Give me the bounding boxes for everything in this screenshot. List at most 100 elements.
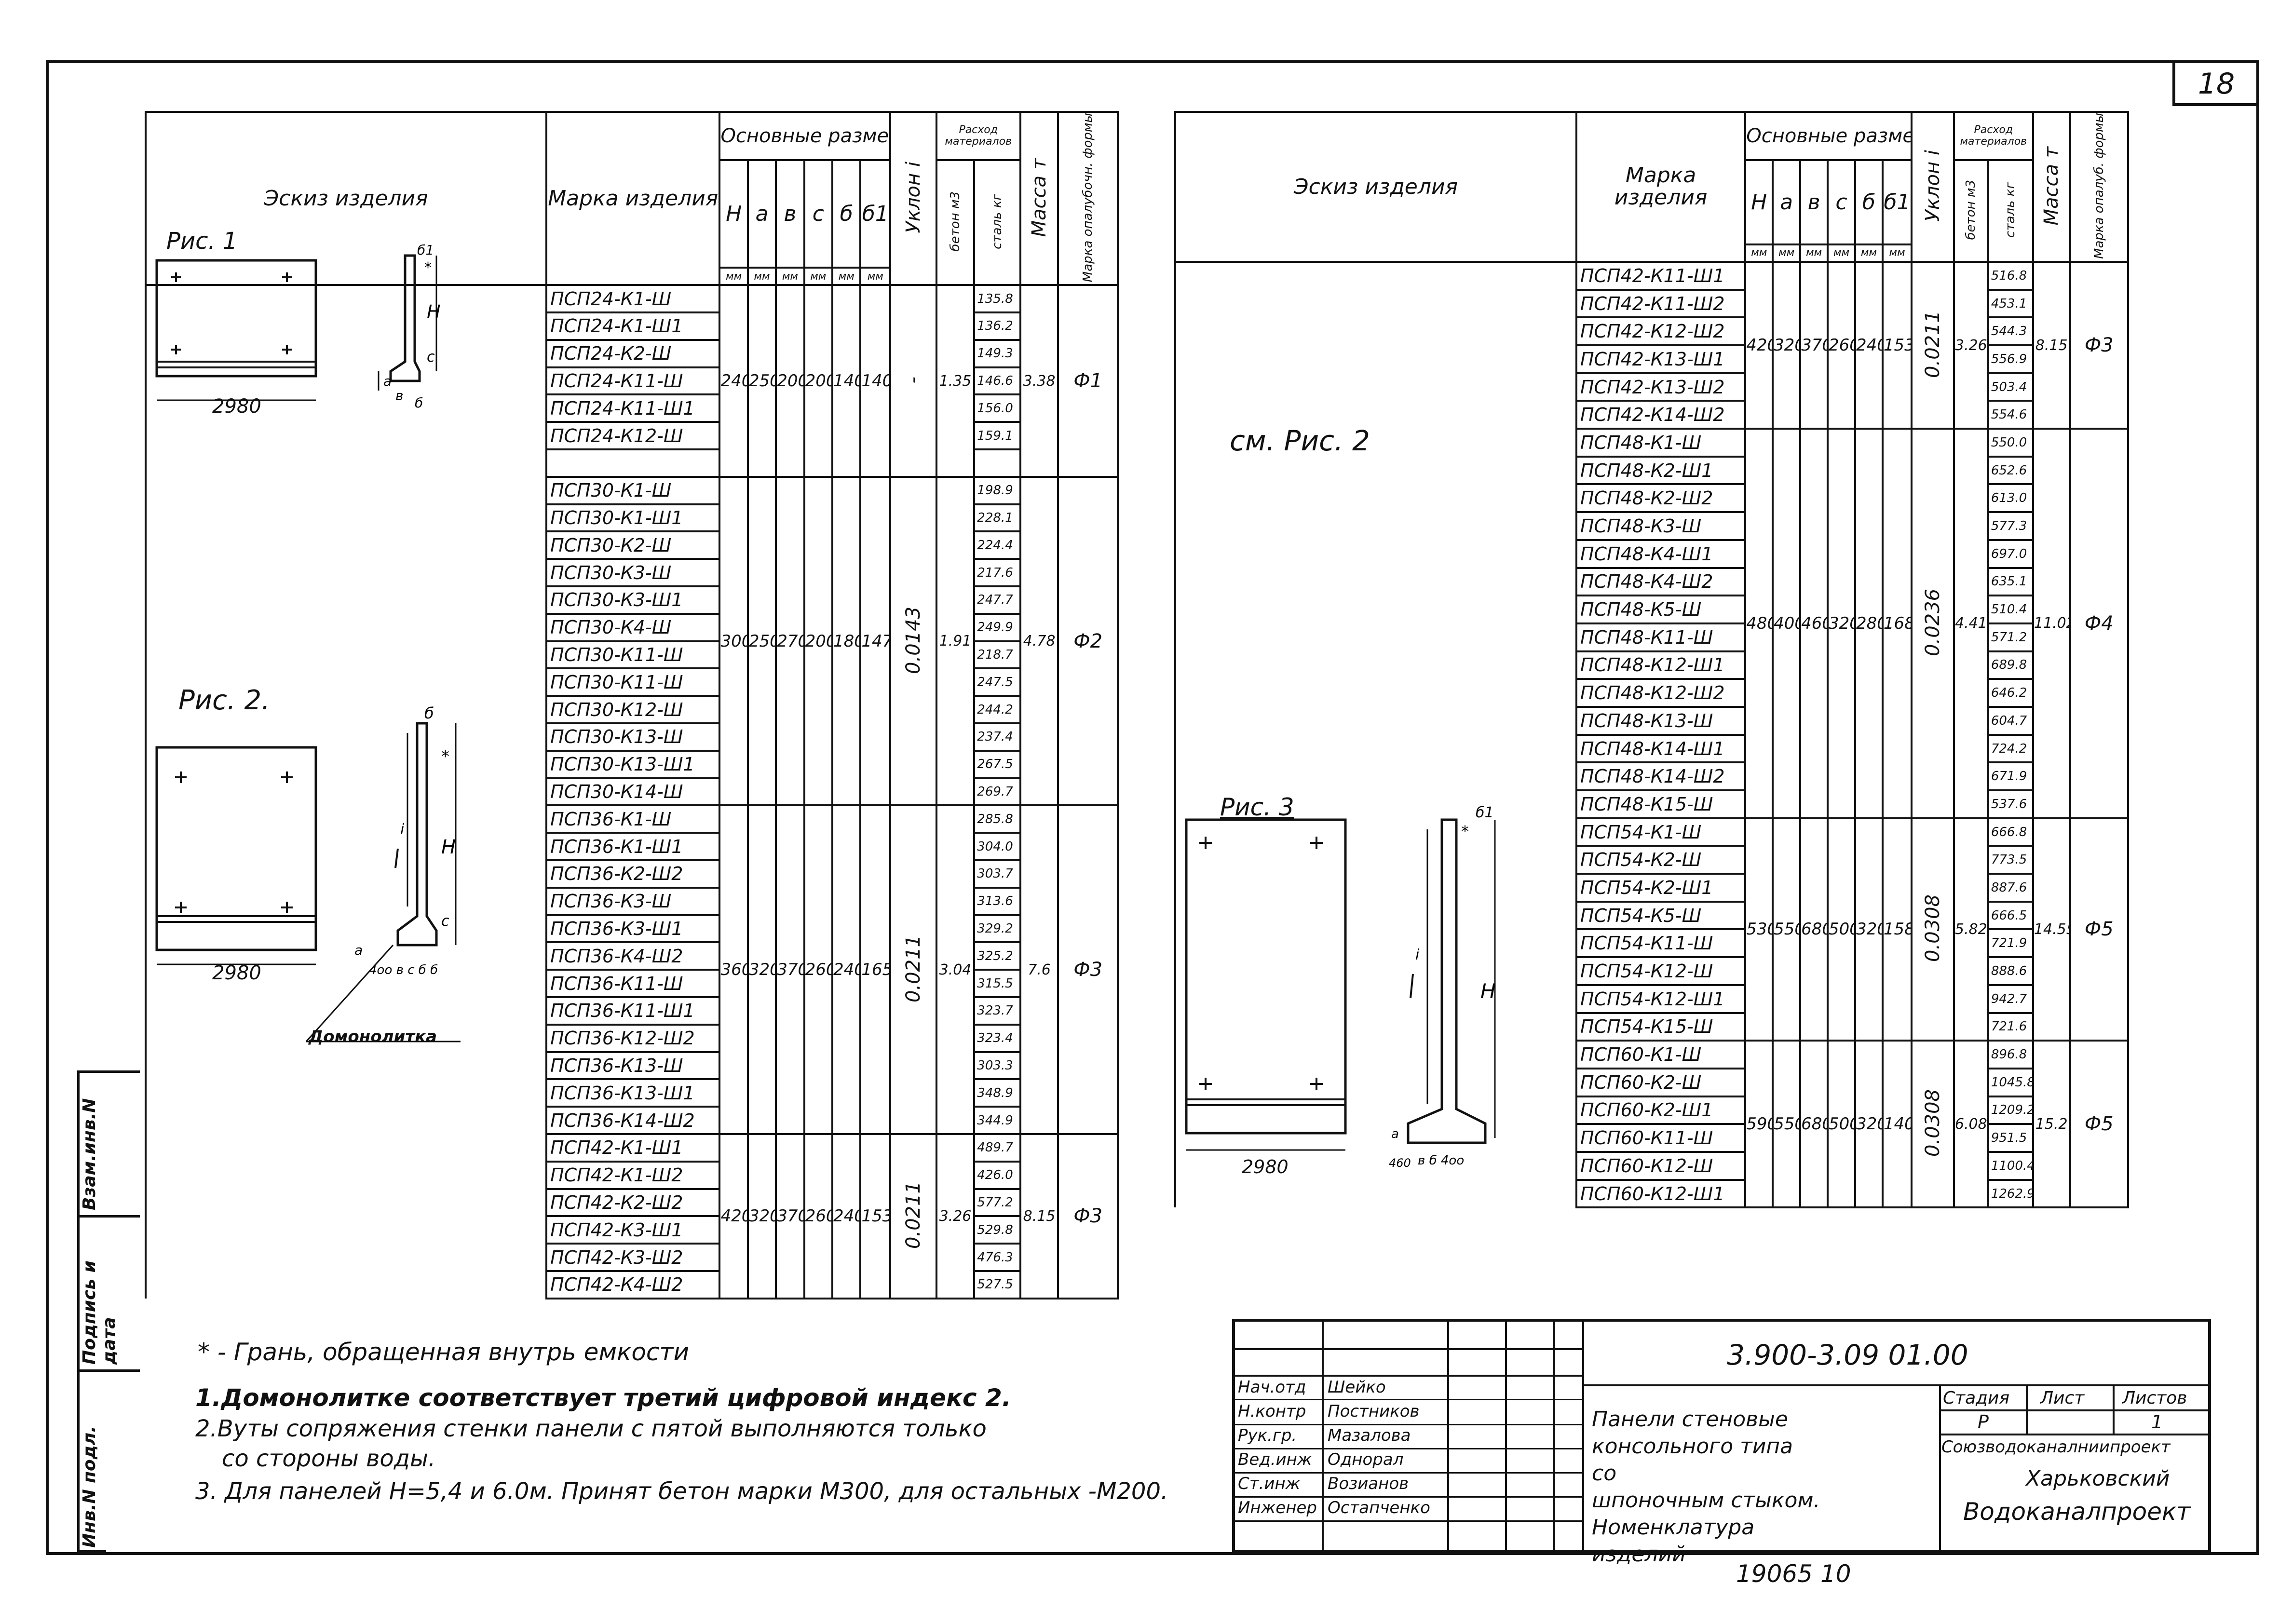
mark-cell: ПСП24-К1-Ш xyxy=(545,284,721,314)
sheet-label: Лист xyxy=(2040,1388,2085,1408)
mark-cell: ПСП36-К1-Ш1 xyxy=(545,832,721,861)
stage-label: Стадия xyxy=(1943,1388,2010,1408)
right-slope-header: Уклон i xyxy=(1911,111,1955,263)
mark-cell: ПСП30-К1-Ш1 xyxy=(545,503,721,533)
concrete-cell: 5.82 xyxy=(1953,817,1989,1042)
mark-cell: ПСП30-К12-Ш xyxy=(545,695,721,724)
right-concrete-header: бетон м3 xyxy=(1953,159,1989,263)
form-cell: Ф3 xyxy=(1057,1133,1119,1299)
mark-cell: ПСП42-К4-Ш2 xyxy=(545,1270,721,1299)
right-mass-header: Масса т xyxy=(2032,111,2071,263)
steel-cell: 135.8 xyxy=(973,284,1021,314)
dim-cell-b: 320 xyxy=(1854,1040,1884,1209)
svg-text:c: c xyxy=(427,349,435,365)
svg-text:460: 460 xyxy=(1389,1156,1411,1170)
figure-3-sketch: H * б1 i a 460 в б 4оо xyxy=(1185,804,1496,1170)
right-material-header: Расход материалов xyxy=(1953,111,2034,161)
dim-cell-a: 320 xyxy=(746,1133,777,1299)
mark-cell: ПСП24-К2-Ш xyxy=(545,338,721,368)
left-mark-header: Марка изделия xyxy=(545,110,721,286)
figure-1-sketch: H c б1 * в б a xyxy=(155,242,441,411)
steel-cell: 503.4 xyxy=(1987,372,2034,402)
mark-cell: ПСП42-К2-Ш2 xyxy=(545,1188,721,1218)
org-line-3: Водоканалпроект xyxy=(1963,1498,2191,1526)
mark-cell: ПСП48-К3-Ш xyxy=(1575,511,1747,541)
steel-cell: 942.7 xyxy=(1987,984,2034,1014)
signature-name: Шейко xyxy=(1328,1378,1386,1397)
mark-cell: ПСП30-К2-Ш xyxy=(545,530,721,560)
dim-cell-a: 250 xyxy=(746,475,777,807)
table-row: ПСП36-К1-Ш36003203702602401650.02113.042… xyxy=(146,804,1119,1135)
mark-cell: ПСП30-К4-Ш xyxy=(545,612,721,642)
mark-cell: ПСП54-К11-Ш xyxy=(1575,928,1747,959)
right-main-dims-header: Основные размеры xyxy=(1744,111,1913,161)
left-sketch-header: Эскиз изделия xyxy=(144,110,548,286)
steel-cell: 529.8 xyxy=(973,1215,1021,1245)
steel-cell: 237.4 xyxy=(973,722,1021,752)
mark-cell: ПСП48-К12-Ш1 xyxy=(1575,650,1747,680)
table-row: ПСП42-К11-Ш142003203702602401530.02113.2… xyxy=(1174,260,2130,1208)
signature-name: Постников xyxy=(1328,1402,1420,1421)
steel-cell: 247.5 xyxy=(973,667,1021,697)
mark-cell: ПСП30-К13-Ш1 xyxy=(545,749,721,779)
steel-cell: 527.5 xyxy=(973,1270,1021,1299)
svg-text:*: * xyxy=(424,259,432,276)
steel-cell: 228.1 xyxy=(973,503,1021,533)
signature-row: Рук.гр.Мазалова xyxy=(1235,1424,1447,1448)
mass-cell: 7.6 xyxy=(1019,804,1059,1135)
dim-cell-b1: 165 xyxy=(859,804,892,1135)
steel-cell: 244.2 xyxy=(973,695,1021,724)
note-2b: со стороны воды. xyxy=(222,1445,436,1472)
figure-2-note: Домонолитка xyxy=(309,1027,437,1046)
mark-cell: ПСП48-К15-Ш xyxy=(1575,789,1747,819)
title-line-4: Номенклатура изделий xyxy=(1592,1515,1755,1567)
slope-cell: 0.0236 xyxy=(1911,428,1955,819)
svg-text:H: H xyxy=(427,301,441,323)
right-unit-header: мм xyxy=(1799,243,1829,263)
dim-cell-b1: 147 xyxy=(859,475,892,807)
concrete-cell: 3.26 xyxy=(935,1133,976,1299)
svg-text:б: б xyxy=(415,395,423,411)
dim-cell-v: 270 xyxy=(775,475,805,807)
dim-cell-c: 200 xyxy=(803,475,834,807)
concrete-cell: 3.26 xyxy=(1953,260,1989,430)
dim-cell-b1: 140 xyxy=(859,284,892,478)
dim-cell-a: 320 xyxy=(746,804,777,1135)
table-row: ПСП42-К1-Ш142003203702602401530.02113.26… xyxy=(146,1133,1119,1299)
table-row: ПСП30-К12-Ш 244.2 xyxy=(146,695,1118,724)
svg-text:*: * xyxy=(441,747,449,766)
steel-cell: 489.7 xyxy=(973,1133,1021,1163)
right-sketch-header: Эскиз изделия xyxy=(1174,111,1577,263)
dim-cell-v: 200 xyxy=(775,284,805,478)
right-dim-header: б xyxy=(1854,159,1884,245)
left-nomenclature-table: Эскиз изделия Марка изделия Основные раз… xyxy=(144,110,1119,1299)
table-row: ПСП24-К1-Ш2400250200200140140-1.35135.83… xyxy=(144,284,1119,1299)
steel-cell: 577.2 xyxy=(973,1188,1021,1218)
figure-2-label: Рис. 2. xyxy=(178,685,270,716)
svg-text:в б 4оо: в б 4оо xyxy=(1418,1153,1464,1168)
mark-cell: ПСП54-К5-Ш xyxy=(1575,900,1747,931)
mark-cell: ПСП36-К3-Ш xyxy=(545,886,721,916)
mark-cell: ПСП36-К11-Ш xyxy=(545,969,721,998)
steel-cell: 146.6 xyxy=(973,366,1021,396)
mass-cell: 11.02 xyxy=(2032,428,2071,819)
stage-value: Р xyxy=(1978,1411,1989,1433)
mark-cell: ПСП60-К11-Ш xyxy=(1575,1123,1747,1153)
right-form-header: Марка опалуб. формы xyxy=(2069,111,2130,263)
right-dim-header: H xyxy=(1744,159,1774,245)
mark-cell: ПСП36-К13-Ш xyxy=(545,1051,721,1081)
title-line-2: консольного типа со xyxy=(1592,1434,1793,1486)
form-cell: Ф2 xyxy=(1057,475,1119,807)
right-dim-header: в xyxy=(1799,159,1829,245)
